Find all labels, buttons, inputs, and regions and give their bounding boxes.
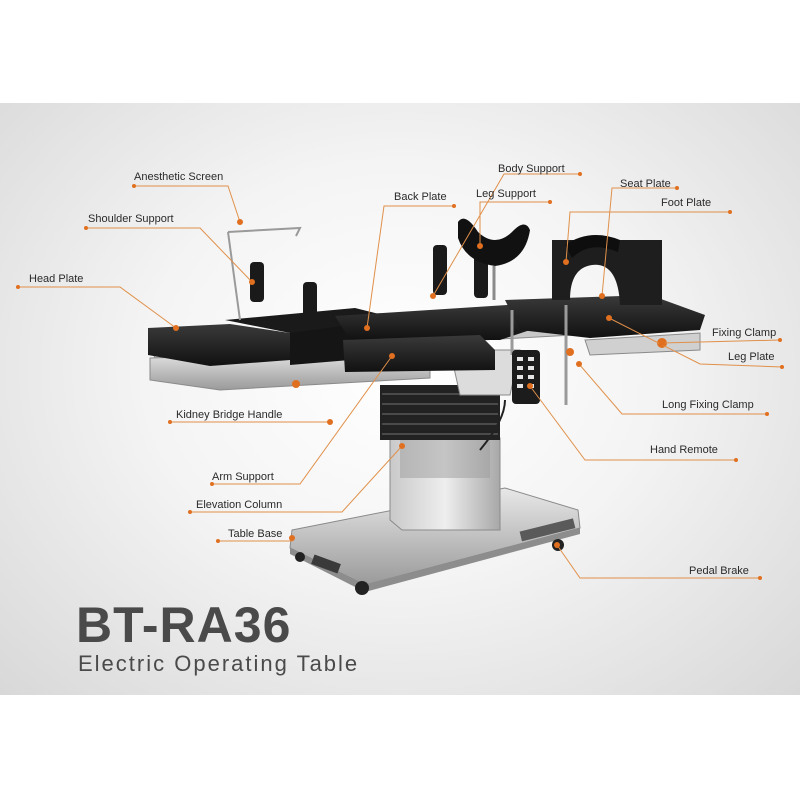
label-hand-remote: Hand Remote xyxy=(650,444,718,456)
label-seat-plate: Seat Plate xyxy=(620,178,671,190)
label-body-support: Body Support xyxy=(498,163,565,175)
product-model: BT-RA36 xyxy=(76,597,292,653)
product-subtitle: Electric Operating Table xyxy=(78,651,360,676)
table-pads xyxy=(148,235,705,372)
leader-lines xyxy=(18,173,783,579)
leader-dots xyxy=(16,172,784,580)
label-table-base: Table Base xyxy=(228,528,283,540)
label-leg-support: Leg Support xyxy=(476,188,536,200)
table-base xyxy=(289,487,581,595)
label-anesthetic-screen: Anesthetic Screen xyxy=(134,171,224,183)
label-back-plate: Back Plate xyxy=(394,191,447,203)
elevation-column xyxy=(380,385,506,531)
label-head-plate: Head Plate xyxy=(29,273,84,285)
label-foot-plate: Foot Plate xyxy=(661,197,712,209)
label-leg-plate: Leg Plate xyxy=(728,351,775,363)
label-fixing-clamp: Fixing Clamp xyxy=(712,327,777,339)
label-pedal-brake: Pedal Brake xyxy=(689,565,749,577)
hand-remote xyxy=(512,350,540,404)
label-long-fixing-clamp: Long Fixing Clamp xyxy=(662,399,754,411)
label-kidney-bridge-handle: Kidney Bridge Handle xyxy=(176,409,283,421)
label-elevation-column: Elevation Column xyxy=(196,499,283,511)
label-shoulder-support: Shoulder Support xyxy=(88,213,174,225)
label-arm-support: Arm Support xyxy=(212,471,274,483)
supports xyxy=(227,218,568,405)
